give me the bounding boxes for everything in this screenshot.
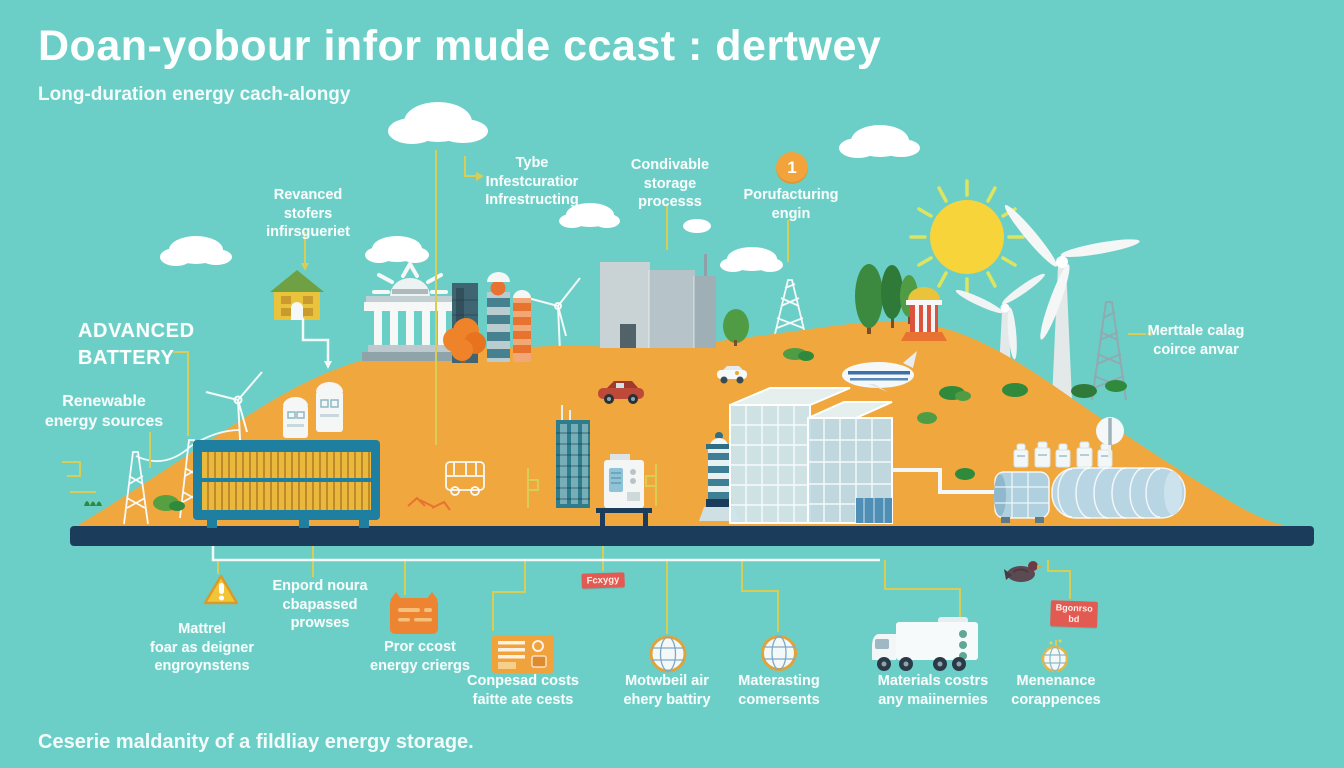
footer-caption: Ceserie maldanity of a fildliay energy s… (38, 731, 474, 753)
label-materials-right: Merttale calag coirce anvar (1147, 323, 1245, 358)
silo (283, 397, 308, 438)
city-buildings (600, 254, 716, 348)
connector-lines (149, 150, 1146, 650)
bird-icon (1004, 561, 1043, 582)
sun-icon (909, 179, 1025, 295)
label-project-cost: Pror ccost energy criergs (370, 639, 470, 674)
striped-tower (487, 272, 510, 362)
wind-turbine-sketch (205, 371, 263, 459)
grass-tuft (84, 501, 102, 506)
container-leg (359, 519, 369, 528)
car-white (717, 366, 747, 384)
cloud-icon (683, 219, 711, 233)
glass-warehouse (729, 387, 893, 524)
autumn-tree (443, 318, 486, 363)
battery-container (193, 440, 380, 528)
cloud-icon (559, 203, 620, 228)
price-tag-icon: Fcxygy (581, 572, 625, 590)
warning-triangle-icon (203, 574, 239, 605)
connector-arrow (301, 263, 309, 271)
cloud-icon (839, 125, 920, 158)
number-badge: 1 (776, 152, 808, 184)
connector-dot (1147, 331, 1153, 337)
tree (723, 309, 749, 346)
striped-tower (513, 290, 531, 362)
storage-cylinder (994, 471, 1050, 523)
lighthouse-red (901, 287, 947, 341)
lattice-tower-sketch (773, 279, 807, 339)
label-type-infrastructure: Tybe Infestcuratior Infrestructing (485, 155, 579, 209)
battery-container-rail (202, 477, 371, 482)
container-leg (299, 519, 309, 528)
connector-white (211, 318, 880, 562)
machine-unit (596, 454, 652, 526)
lighthouse-teal (699, 432, 739, 521)
label-manufacturing-components: Materasting comersents (738, 673, 820, 708)
airplane (842, 351, 917, 392)
storage-cylinder (1051, 467, 1186, 519)
wind-turbine (955, 273, 1045, 390)
wind-turbine-sketch (527, 277, 581, 353)
canister-row (1013, 441, 1113, 468)
label-revanced-storage: Revanced stofers infirsgueriet (266, 187, 350, 241)
battery-pack-icon (390, 592, 438, 634)
label-materials-costs: Materials costrs any maiinernies (877, 673, 989, 708)
label-material-designer: Mattrel foar as deigner engroynstens (150, 621, 254, 675)
pylon-sketch (123, 429, 241, 525)
label-compressed-process: Enpord noura cbapassed prowses (272, 578, 368, 632)
wind-turbine (1004, 205, 1140, 400)
container-leg (207, 519, 217, 528)
cloud-icon (388, 102, 488, 144)
cost-card-icon (492, 635, 554, 673)
pipe (892, 468, 995, 494)
label-manufacturing: Porufacturing engin (743, 187, 839, 222)
bush (153, 348, 1127, 511)
page-subtitle: Long-duration energy cach-alongy (38, 84, 351, 105)
hill (75, 321, 1300, 527)
cloud-icon (365, 236, 429, 263)
office-building (556, 405, 590, 508)
label-metal-air-battery: Motwbeil air ehery battiry (623, 673, 711, 708)
connector-arrow (476, 172, 484, 181)
label-compared-costs: Conpesad costs faitte ate cests (467, 673, 579, 708)
globe-grid-icon (1041, 639, 1069, 673)
truck-icon (872, 617, 978, 671)
silo (316, 382, 343, 432)
label-maintenance: Menenance corappences (1011, 673, 1101, 708)
circuit-lines (62, 461, 657, 508)
capitol-building (362, 262, 458, 361)
machinery-sketch (407, 496, 451, 511)
globe-grid-icon (761, 635, 797, 671)
cloud-icon (720, 247, 783, 272)
sign-circle (1096, 417, 1124, 458)
label-advanced-battery: ADVANCED BATTERY (78, 320, 195, 369)
label-renewable-sources: Renewable energy sources (44, 393, 164, 431)
car-red (598, 381, 644, 404)
page-title: Doan-yobour infor mude ccast : dertwey (38, 22, 882, 70)
house-icon (270, 270, 324, 320)
cloud-icon (160, 236, 232, 266)
bus-outline (445, 461, 485, 496)
price-tag-icon: Bgonrso bd (1050, 600, 1098, 628)
connector-arrow-white (324, 361, 332, 369)
ground-bar (70, 526, 1314, 546)
label-storage-process: Condivable storage processs (630, 157, 710, 211)
globe-grid-icon (649, 635, 687, 673)
